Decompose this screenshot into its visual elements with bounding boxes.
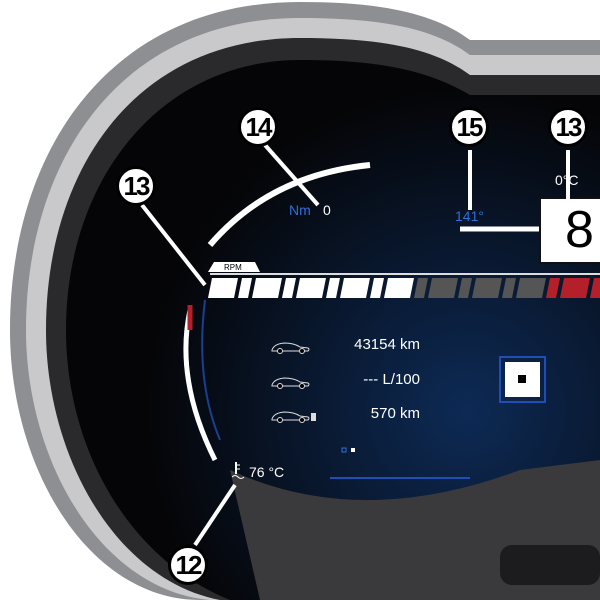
car-odometer-icon bbox=[271, 342, 310, 354]
coolant-temperature-value: 76 °C bbox=[249, 464, 285, 480]
car-fuel-range-icon bbox=[271, 411, 316, 423]
consumption-row: --- L/100 bbox=[270, 371, 420, 391]
callout-12: 12 bbox=[168, 545, 208, 585]
rpm-segment bbox=[282, 278, 296, 298]
rpm-segment bbox=[546, 278, 560, 298]
car-consumption-icon bbox=[271, 377, 310, 389]
rpm-segment bbox=[208, 278, 238, 298]
fuel-range-row: 570 km bbox=[270, 405, 420, 425]
rpm-segment bbox=[384, 278, 414, 298]
rpm-segment bbox=[502, 278, 516, 298]
callout-14: 14 bbox=[238, 107, 278, 147]
rpm-segment bbox=[238, 278, 252, 298]
rpm-segment bbox=[560, 278, 590, 298]
coolant-temperature-icon bbox=[232, 462, 245, 479]
fuel-range-value: 570 km bbox=[370, 405, 420, 422]
rpm-segment bbox=[472, 278, 502, 298]
rpm-segment bbox=[326, 278, 340, 298]
callout-13-rpm: 13 bbox=[116, 166, 156, 206]
callout-15: 15 bbox=[449, 107, 489, 147]
consumption-value: --- L/100 bbox=[363, 371, 420, 388]
rpm-segment bbox=[414, 278, 428, 298]
odometer-value: 43154 km bbox=[354, 336, 420, 353]
callout-13-speed: 13 bbox=[548, 107, 588, 147]
rpm-label: RPM bbox=[224, 263, 242, 272]
speed-readout: 8 bbox=[565, 201, 594, 259]
angle-readout: 141° bbox=[455, 208, 484, 224]
odometer-row: 43154 km bbox=[270, 336, 420, 356]
rpm-segment bbox=[590, 278, 600, 298]
rpm-segment bbox=[340, 278, 370, 298]
rpm-segment bbox=[428, 278, 458, 298]
rpm-segment bbox=[516, 278, 546, 298]
rpm-segment bbox=[252, 278, 282, 298]
outside-temperature: 0°C bbox=[555, 172, 579, 188]
rpm-segment bbox=[296, 278, 326, 298]
torque-unit: Nm bbox=[289, 202, 311, 218]
torque-value: 0 bbox=[323, 202, 331, 218]
rpm-segment bbox=[458, 278, 472, 298]
rpm-segment bbox=[370, 278, 384, 298]
